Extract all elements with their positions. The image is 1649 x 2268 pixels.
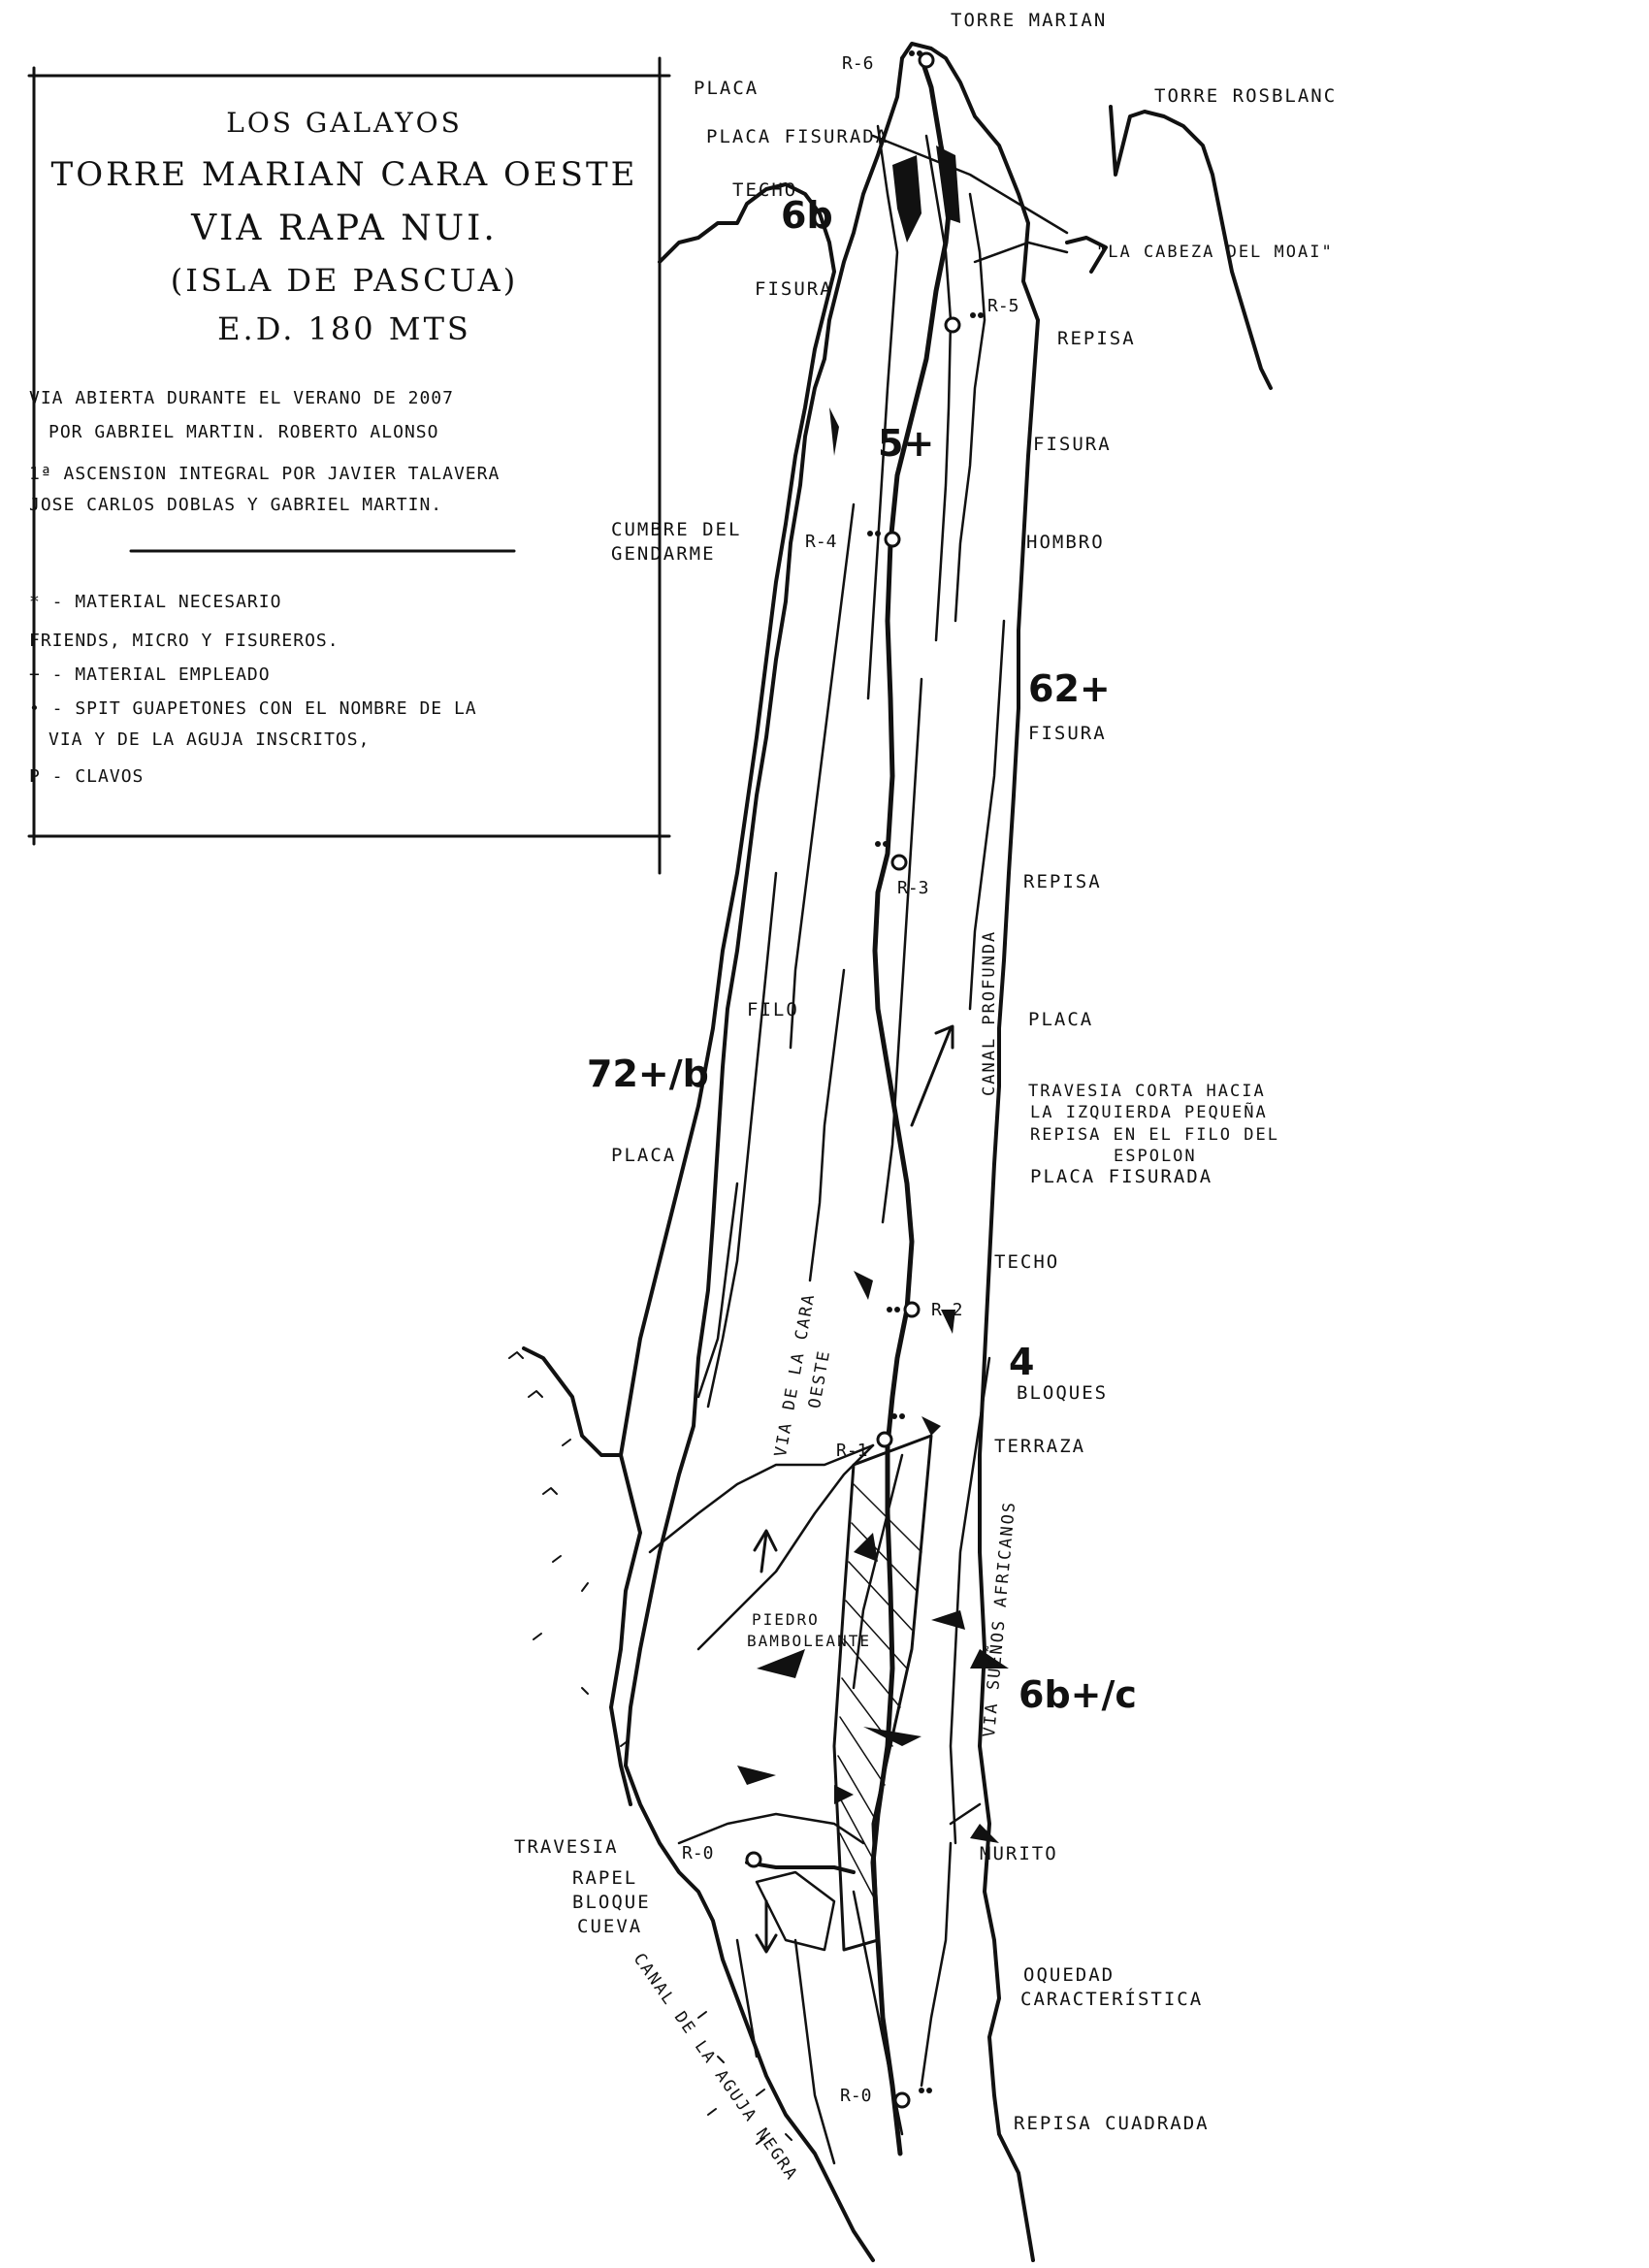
label-canal-profunda: Canal profunda	[980, 929, 999, 1096]
label-placa-mid: Placa	[1028, 1009, 1094, 1030]
label-placa-top: Placa	[694, 78, 760, 99]
legend-frame	[27, 56, 671, 875]
legend-box: Los Galayos Torre Marian Cara Oeste Via …	[29, 78, 660, 839]
legend-line-2: por Gabriel Martin. Roberto Alonso	[48, 422, 439, 442]
legend-line-4: Jose Carlos Doblas y Gabriel Martin.	[29, 495, 443, 515]
label-placa-fisurada-mid: Placa Fisurada	[1030, 1166, 1213, 1187]
label-repisa-r3: Repisa	[1023, 871, 1102, 892]
belay-r4: R-4	[805, 532, 837, 552]
label-fisura-left: Fisura	[755, 278, 833, 300]
label-travesia-4: espolon	[1114, 1147, 1197, 1166]
direction-arrows	[753, 1024, 954, 1954]
grade-5plus: 5+	[878, 422, 935, 465]
grade-62plus: 62+	[1028, 667, 1111, 710]
label-placa-left: Placa	[611, 1145, 677, 1166]
belay-r0-upper: R-0	[682, 1843, 714, 1863]
label-filo: Filo	[747, 999, 799, 1021]
cabeza-moai-label: "La Cabeza del Moai"	[1096, 243, 1334, 262]
legend-title-4: (Isla de Pascua)	[170, 262, 519, 299]
legend-note-1: * - Material necesario	[29, 592, 282, 612]
label-travesia-2: la izquierda pequeña	[1030, 1103, 1268, 1122]
legend-note-3: + - material empleado	[29, 664, 271, 685]
label-piedro-1: Piedro	[752, 1610, 820, 1629]
grade-72plus-b: 72+/b	[587, 1053, 709, 1095]
legend-note-5: via y de la aguja inscritos,	[48, 729, 371, 750]
gendarme-outline	[522, 1346, 642, 1806]
label-oquedad-2: característica	[1020, 1989, 1204, 2010]
label-bloques: Bloques	[1017, 1382, 1109, 1404]
label-rapel: Rapel	[572, 1867, 638, 1889]
belay-r3: R-3	[897, 878, 929, 898]
label-murito: Murito	[980, 1843, 1058, 1864]
legend-title-5: E.D. 180 mts	[217, 310, 471, 347]
grade-6b: 6b	[781, 194, 833, 237]
scree-marks	[508, 1351, 792, 2145]
left-ridge	[609, 182, 836, 1457]
label-oquedad-1: Oquedad	[1023, 1964, 1116, 1986]
label-cumbre-1: Cumbre del	[611, 519, 742, 540]
grade-6bplus-c: 6b+/c	[1018, 1673, 1137, 1716]
legend-title-2: Torre Marian Cara Oeste	[50, 155, 638, 194]
label-travesia-1: Travesia corta hacia	[1028, 1082, 1266, 1101]
label-techo-top: Techo	[732, 179, 798, 201]
legend-note-2: Friends, micro y fisureros.	[29, 631, 340, 651]
label-terraza: Terraza	[994, 1436, 1086, 1457]
belay-r5: R-5	[987, 296, 1019, 316]
label-fisura-r5: Fisura	[1033, 434, 1112, 455]
label-bloque: Bloque	[572, 1892, 651, 1913]
label-piedro-2: Bamboleante	[747, 1632, 871, 1650]
label-cueva: Cueva	[577, 1916, 643, 1937]
right-spur	[1065, 236, 1108, 274]
label-placa-fisurada-top: Placa Fisurada	[706, 126, 889, 147]
tower-outline	[900, 42, 1040, 2262]
label-repisa-r5: Repisa	[1057, 328, 1136, 349]
tower-left-outline	[624, 56, 904, 2262]
legend-line-3: 1ª Ascension integral por Javier Talaver…	[29, 464, 501, 484]
belay-r0-lower: R-0	[840, 2086, 872, 2106]
legend-line-1: Via abierta durante el verano de 2007	[29, 388, 454, 408]
legend-note-6: P - clavos	[29, 766, 145, 787]
torre-marian-label: Torre Marian	[951, 10, 1108, 31]
rock-detail-lines	[648, 124, 1069, 2165]
torre-rosblanc-label: Torre Rosblanc	[1154, 85, 1338, 107]
route-line-lower	[745, 1861, 856, 1874]
route-line	[870, 55, 954, 2156]
label-repisa-cuadrada: Repisa cuadrada	[1014, 2113, 1210, 2134]
label-travesia-3: repisa en el filo del	[1030, 1125, 1279, 1145]
overhang-patches	[737, 146, 1009, 1843]
label-hombro: Hombro	[1026, 532, 1105, 553]
belay-r1: R-1	[836, 1441, 868, 1461]
belay-r6: R-6	[842, 53, 874, 74]
belay-r2: R-2	[931, 1300, 963, 1320]
label-fisura-mid: Fisura	[1028, 723, 1107, 744]
legend-title-1: Los Galayos	[226, 107, 463, 139]
label-techo-mid: Techo	[994, 1251, 1060, 1273]
grade-4: 4	[1009, 1341, 1035, 1383]
belay-rings	[745, 51, 961, 2109]
label-cumbre-2: Gendarme	[611, 543, 716, 565]
label-travesia-low: Travesia	[514, 1836, 619, 1858]
legend-note-4: • - spit guapetones con el nombre de la	[29, 698, 477, 719]
spit-dots	[867, 50, 984, 2093]
torre-rosblanc-outline	[1109, 105, 1273, 390]
legend-title-3: Via Rapa Nui.	[191, 209, 498, 248]
